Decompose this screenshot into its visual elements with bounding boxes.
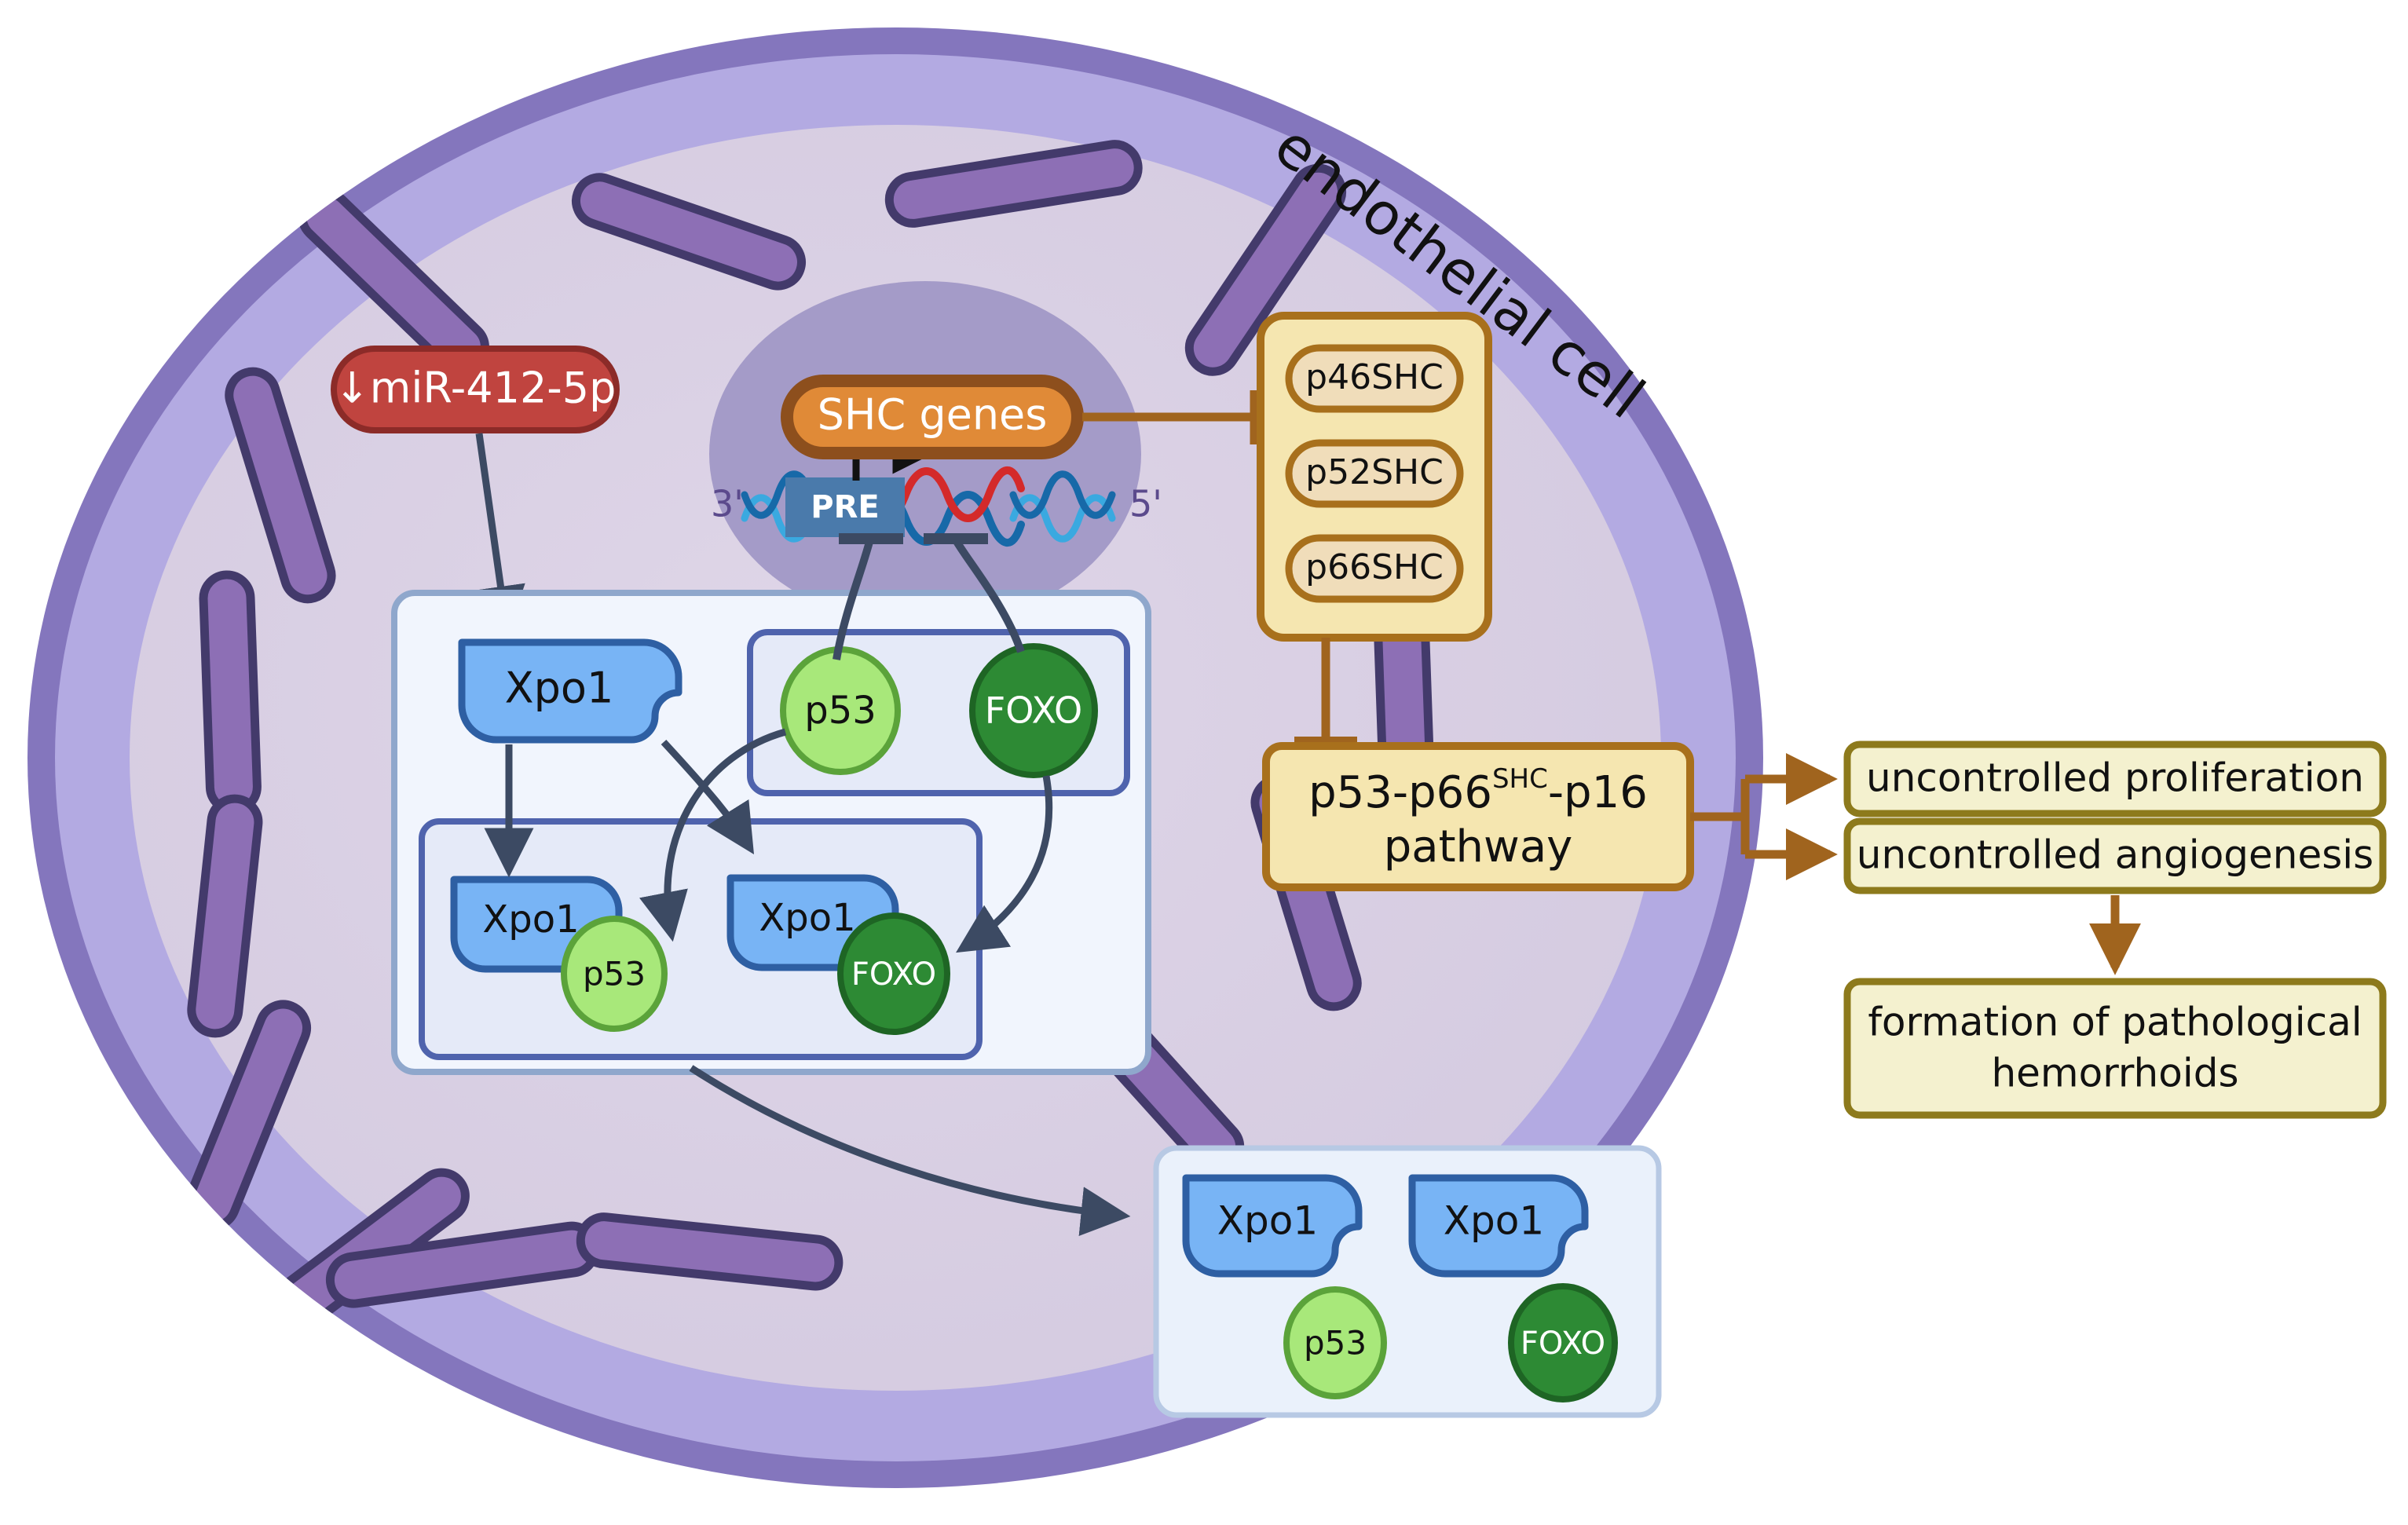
foxo-bound-shape[interactable] — [837, 912, 950, 1035]
xpo1-exported-1-label: Xpo1 — [1217, 1198, 1318, 1244]
outcome-proliferation-box[interactable] — [1843, 741, 2387, 817]
outcome-hemorrhoids-node[interactable]: formation of pathological hemorrhoids — [1843, 978, 2387, 1119]
shc-isoforms-panel: p46SHC p52SHC p66SHC — [1257, 312, 1492, 642]
dna-repression-connectors — [833, 533, 1025, 660]
foxo-free-shape[interactable] — [969, 643, 1098, 778]
outcome-angiogenesis-node[interactable]: uncontrolled angiogenesis — [1843, 817, 2387, 894]
p46shc-pill[interactable] — [1285, 344, 1464, 413]
dna-strand: 3' 5' PRE — [711, 424, 1162, 547]
dna-helix-right — [1009, 470, 1116, 543]
xpo1-free-shape[interactable] — [458, 638, 683, 744]
foxo-bound-node[interactable]: FOXO — [837, 912, 950, 1035]
shc-genes-node[interactable]: SHC genes — [781, 375, 1084, 459]
xpo1-free-node[interactable]: Xpo1 — [458, 638, 683, 744]
foxo-binding-arrow — [956, 775, 1053, 953]
organelle-segment — [884, 140, 1143, 228]
xpo1-exported-1-node[interactable]: Xpo1 — [1182, 1174, 1363, 1278]
outcome-angiogenesis-label: uncontrolled angiogenesis — [1857, 832, 2373, 878]
organelle-segment — [199, 570, 262, 815]
p53-bound-label: p53 — [583, 955, 646, 993]
p53-free-label: p53 — [804, 689, 876, 733]
organelle-segment — [576, 1212, 844, 1291]
foxo-exported-node[interactable]: FOXO — [1508, 1283, 1618, 1402]
foxo-exported-label: FOXO — [1521, 1326, 1605, 1362]
shc-isoform-item[interactable]: p46SHC — [1285, 344, 1464, 413]
promoter-box — [785, 477, 905, 537]
p53-exported-node[interactable]: p53 — [1283, 1286, 1387, 1399]
outcome-proliferation-node[interactable]: uncontrolled proliferation — [1843, 741, 2387, 817]
outcome-proliferation-label: uncontrolled proliferation — [1866, 755, 2364, 801]
p66shc-pill[interactable] — [1285, 534, 1464, 603]
p52shc-label: p52SHC — [1305, 452, 1444, 492]
nuclear-export-arrow — [689, 1065, 1131, 1237]
pathway-label-part1: p53-p66 — [1308, 767, 1492, 818]
xpo1-binding-arrow — [661, 739, 755, 855]
xpo1-exported-2-node[interactable]: Xpo1 — [1408, 1174, 1589, 1278]
foxo-free-label: FOXO — [985, 689, 1083, 732]
shc-isoform-item[interactable]: p66SHC — [1285, 534, 1464, 603]
p53-binding-arrow — [639, 728, 787, 942]
svg-text:p53-p66SHC-p16: p53-p66SHC-p16 — [1308, 763, 1648, 819]
promoter-label: PRE — [811, 489, 879, 525]
organelle-segment — [225, 367, 336, 604]
foxo-free-node[interactable]: FOXO — [969, 643, 1098, 778]
pathway-outcome-connector — [1690, 753, 1838, 880]
shc-isoform-item[interactable]: p52SHC — [1285, 439, 1464, 508]
organelle-ring — [185, 140, 1435, 1338]
xpo1-bound-p53-label: Xpo1 — [482, 898, 579, 942]
organelle-segment — [187, 794, 263, 1038]
xpo1-bound-foxo-label: Xpo1 — [759, 896, 855, 940]
outcome-hemorrhoids-label-line1: formation of pathological — [1868, 1000, 2362, 1045]
foxo-exported-shape[interactable] — [1508, 1283, 1618, 1402]
p52shc-pill[interactable] — [1285, 439, 1464, 508]
internal-connectors — [484, 728, 1131, 1237]
pathway-label-part2: -p16 — [1548, 767, 1648, 818]
mirna-box[interactable] — [331, 346, 620, 433]
xpo1-exported-2-shape[interactable] — [1408, 1174, 1589, 1278]
foxo-dna-repression-line — [951, 536, 1025, 653]
outcome-hemorrhoids-label-line2: hemorrhoids — [1991, 1051, 2238, 1096]
pathway-label-line2: pathway — [1384, 821, 1573, 872]
xpo1-exported-2-label: Xpo1 — [1444, 1198, 1544, 1244]
foxo-bound-label: FOXO — [851, 956, 936, 993]
p53-dna-repression-line — [833, 537, 874, 660]
organelle-segment — [572, 173, 806, 291]
shc-genes-box[interactable] — [781, 375, 1084, 459]
shc-genes-inhibition-connector — [1082, 390, 1261, 444]
p53-bound-shape[interactable] — [561, 916, 668, 1032]
p66shc-label: p66SHC — [1305, 547, 1444, 587]
p53-exported-label: p53 — [1304, 1324, 1367, 1362]
shc-genes-label: SHC genes — [818, 390, 1048, 440]
mirna-node[interactable]: ↓miR-412-5p — [331, 346, 620, 433]
p46shc-label: p46SHC — [1305, 357, 1444, 397]
p53-exported-shape[interactable] — [1283, 1286, 1387, 1399]
organelle-segment — [1184, 163, 1347, 376]
pathway-node[interactable]: p53-p66SHC-p16 pathway — [1262, 742, 1694, 891]
outcome-hemorrhoids-box[interactable] — [1843, 978, 2387, 1119]
outcome-angiogenesis-box[interactable] — [1843, 817, 2387, 894]
dna-5prime-label: 5' — [1129, 483, 1162, 525]
xpo1-free-label: Xpo1 — [505, 664, 614, 713]
p53-free-node[interactable]: p53 — [780, 646, 901, 775]
mirna-label: ↓miR-412-5p — [335, 364, 617, 413]
p53-bound-node[interactable]: p53 — [561, 916, 668, 1032]
dna-3prime-label: 3' — [711, 483, 744, 525]
pathway-label-superscript: SHC — [1492, 763, 1548, 795]
xpo1-exported-1-shape[interactable] — [1182, 1174, 1363, 1278]
